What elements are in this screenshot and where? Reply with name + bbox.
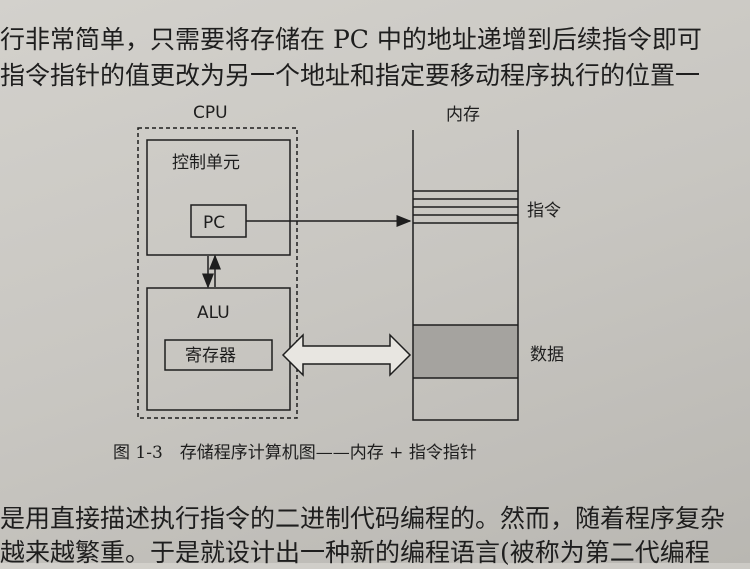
memory-instruction-stripes — [413, 190, 518, 379]
body-text-line: 越来越繁重。于是就设计出一种新的编程语言(被称为第二代编程 — [0, 538, 710, 567]
control-unit-label: 控制单元 — [172, 153, 240, 173]
register-label: 寄存器 — [185, 346, 236, 366]
instruction-label: 指令 — [527, 201, 561, 221]
alu-label: ALU — [197, 303, 230, 323]
memory-data-region — [413, 325, 518, 378]
memory-column — [412, 130, 519, 421]
data-label: 数据 — [530, 345, 564, 365]
register-memory-double-arrow — [281, 333, 412, 377]
body-text-line: 指令指针的值更改为另一个地址和指定要移动程序执行的位置一 — [0, 61, 701, 90]
cpu-box — [137, 127, 298, 419]
pc-label: PC — [203, 213, 225, 233]
memory-label: 内存 — [446, 105, 480, 125]
figure-caption: 图 1-3 存储程序计算机图——内存 + 指令指针 — [113, 443, 477, 463]
cpu-label: CPU — [193, 103, 228, 123]
body-text-line: 行非常简单，只需要将存储在 PC 中的地址递增到后续指令即可 — [0, 25, 702, 54]
body-text-line: 是用直接描述执行指令的二进制代码编程的。然而，随着程序复杂 — [0, 504, 726, 533]
register-box — [164, 339, 273, 371]
